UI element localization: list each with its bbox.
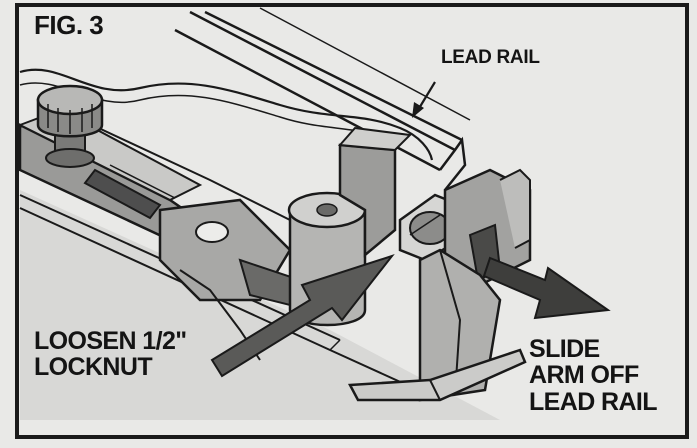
slide-label-line-2: ARM OFF (529, 361, 639, 390)
slide-arrow (482, 256, 611, 320)
lead-rail-pointer (412, 81, 436, 118)
slide-arm-label: SLIDE ARM OFF LEAD RAIL (529, 335, 658, 416)
cable (19, 68, 434, 161)
loosen-label-line-2: LOCKNUT (34, 353, 153, 382)
slide-label-line-3: LEAD RAIL (529, 387, 658, 416)
lead-rail-label: LEAD RAIL (441, 47, 540, 68)
rail-bracket (347, 168, 532, 402)
figure-title: FIG. 3 (34, 10, 104, 40)
loosen-arrow (210, 254, 395, 378)
slide-label-line-1: SLIDE (529, 335, 600, 363)
loosen-locknut-label: LOOSEN 1/2" LOCKNUT (34, 328, 187, 381)
loosen-label-line-1: LOOSEN 1/2" (34, 327, 187, 355)
figure-frame (15, 3, 689, 439)
knob (36, 84, 104, 168)
